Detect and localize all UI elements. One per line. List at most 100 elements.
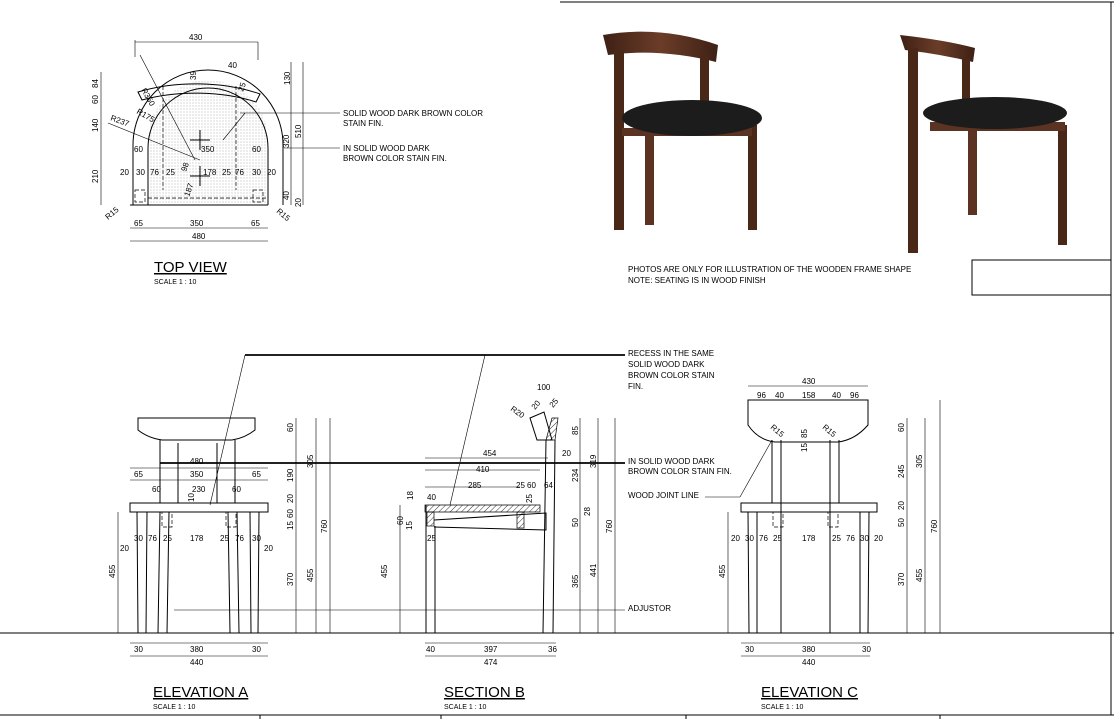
dim: 190 (286, 468, 295, 482)
dim: 25 (236, 81, 248, 93)
note-label: IN SOLID WOOD DARK (628, 457, 715, 466)
dim: 285 (468, 481, 482, 490)
dim: 350 (201, 145, 215, 154)
view-title: ELEVATION A (153, 684, 248, 701)
dim: 440 (802, 658, 816, 667)
dim: 350 (190, 219, 204, 228)
photo-note: NOTE: SEATING IS IN WOOD FINISH (628, 276, 766, 285)
dim: 60 (286, 423, 295, 432)
dim: 20 (874, 534, 883, 543)
dim: 60 (152, 485, 161, 494)
dim: 370 (286, 572, 295, 586)
dim: R350 (139, 87, 157, 109)
dim: 18 (406, 491, 415, 500)
dim: 319 (589, 454, 598, 468)
note-label: RECESS IN THE SAME (628, 349, 714, 358)
dim: 454 (483, 449, 497, 458)
dim: 210 (91, 169, 100, 183)
dim: 96 (850, 391, 859, 400)
dim: 305 (306, 454, 315, 468)
dim: 25 (427, 534, 436, 543)
dim: 40 (228, 61, 237, 70)
dim: 25 (516, 481, 525, 490)
view-scale: SCALE 1 : 10 (154, 279, 197, 286)
dim: 397 (484, 645, 498, 654)
dim: 65 (134, 470, 143, 479)
dim: 40 (775, 391, 784, 400)
dim: 30 (745, 645, 754, 654)
dim: 30 (134, 645, 143, 654)
dim: 60 (134, 145, 143, 154)
dim: R237 (109, 113, 131, 128)
note-label: BROWN COLOR STAIN FIN. (628, 467, 732, 476)
note-label: SOLID WOOD DARK (628, 360, 705, 369)
dim: 25 (220, 534, 229, 543)
view-scale: SCALE 1 : 10 (153, 704, 196, 711)
dim: 455 (108, 564, 117, 578)
dim: 20 (286, 494, 295, 503)
dim: 76 (148, 534, 157, 543)
section-b-dims: 100 R20 20 25 85 454 20 410 285 25 60 64… (380, 383, 614, 667)
dim: 140 (91, 118, 100, 132)
dim: R15 (821, 423, 838, 440)
dim: 60 (897, 423, 906, 432)
dim: 30 (860, 534, 869, 543)
dim: 20 (731, 534, 740, 543)
dim: 20 (294, 198, 303, 207)
dim: 20 (562, 449, 571, 458)
dim: 40 (427, 493, 436, 502)
dim: 76 (759, 534, 768, 543)
dim: 40 (832, 391, 841, 400)
dim: 40 (282, 191, 291, 200)
view-title: ELEVATION C (761, 684, 858, 701)
view-scale: SCALE 1 : 10 (761, 704, 804, 711)
dim: 30 (136, 168, 145, 177)
dim: 65 (251, 219, 260, 228)
dim: 76 (235, 168, 244, 177)
dim: 178 (802, 534, 816, 543)
note-label: IN SOLID WOOD DARK (343, 144, 430, 153)
dim: 187 (182, 182, 195, 198)
dim: 430 (189, 33, 203, 42)
dim: 25 (548, 396, 561, 409)
note-label: FIN. (628, 382, 643, 391)
dim: 350 (190, 470, 204, 479)
leader-lines (160, 354, 773, 611)
dim: 455 (380, 564, 389, 578)
dim: 76 (150, 168, 159, 177)
dim: 455 (306, 568, 315, 582)
view-scale: SCALE 1 : 10 (444, 704, 487, 711)
dim: 20 (120, 544, 129, 553)
dim: 60 (252, 145, 261, 154)
dim: 25 (222, 168, 231, 177)
dim: 84 (91, 79, 100, 88)
dim: 28 (583, 507, 592, 516)
dim: 455 (718, 564, 727, 578)
dim: 20 (530, 398, 543, 411)
dim: 25 (832, 534, 841, 543)
dim: 474 (484, 658, 498, 667)
dim: 39 (189, 71, 198, 80)
view-title: SECTION B (444, 684, 525, 701)
dim: 25 (163, 534, 172, 543)
dim: 178 (190, 534, 204, 543)
dim: 25 (525, 494, 534, 503)
dim: 30 (252, 534, 261, 543)
elevation-c-dims: 430 96 40 158 40 96 R15 85 R15 15 60 245… (718, 377, 939, 667)
dim: 234 (571, 468, 580, 482)
dim: R15 (275, 207, 292, 224)
dim: 20 (120, 168, 129, 177)
dim: 441 (589, 563, 598, 577)
title-box (971, 259, 1112, 296)
dim: 15 (286, 521, 295, 530)
elevation-c (727, 385, 941, 657)
dim: 96 (757, 391, 766, 400)
dim: 50 (571, 518, 580, 527)
dim: 15 (800, 443, 809, 452)
dim: 60 (527, 481, 536, 490)
dim: 130 (283, 71, 292, 85)
dim: 76 (846, 534, 855, 543)
dim: R15 (104, 205, 121, 222)
elevation-a (117, 417, 331, 657)
